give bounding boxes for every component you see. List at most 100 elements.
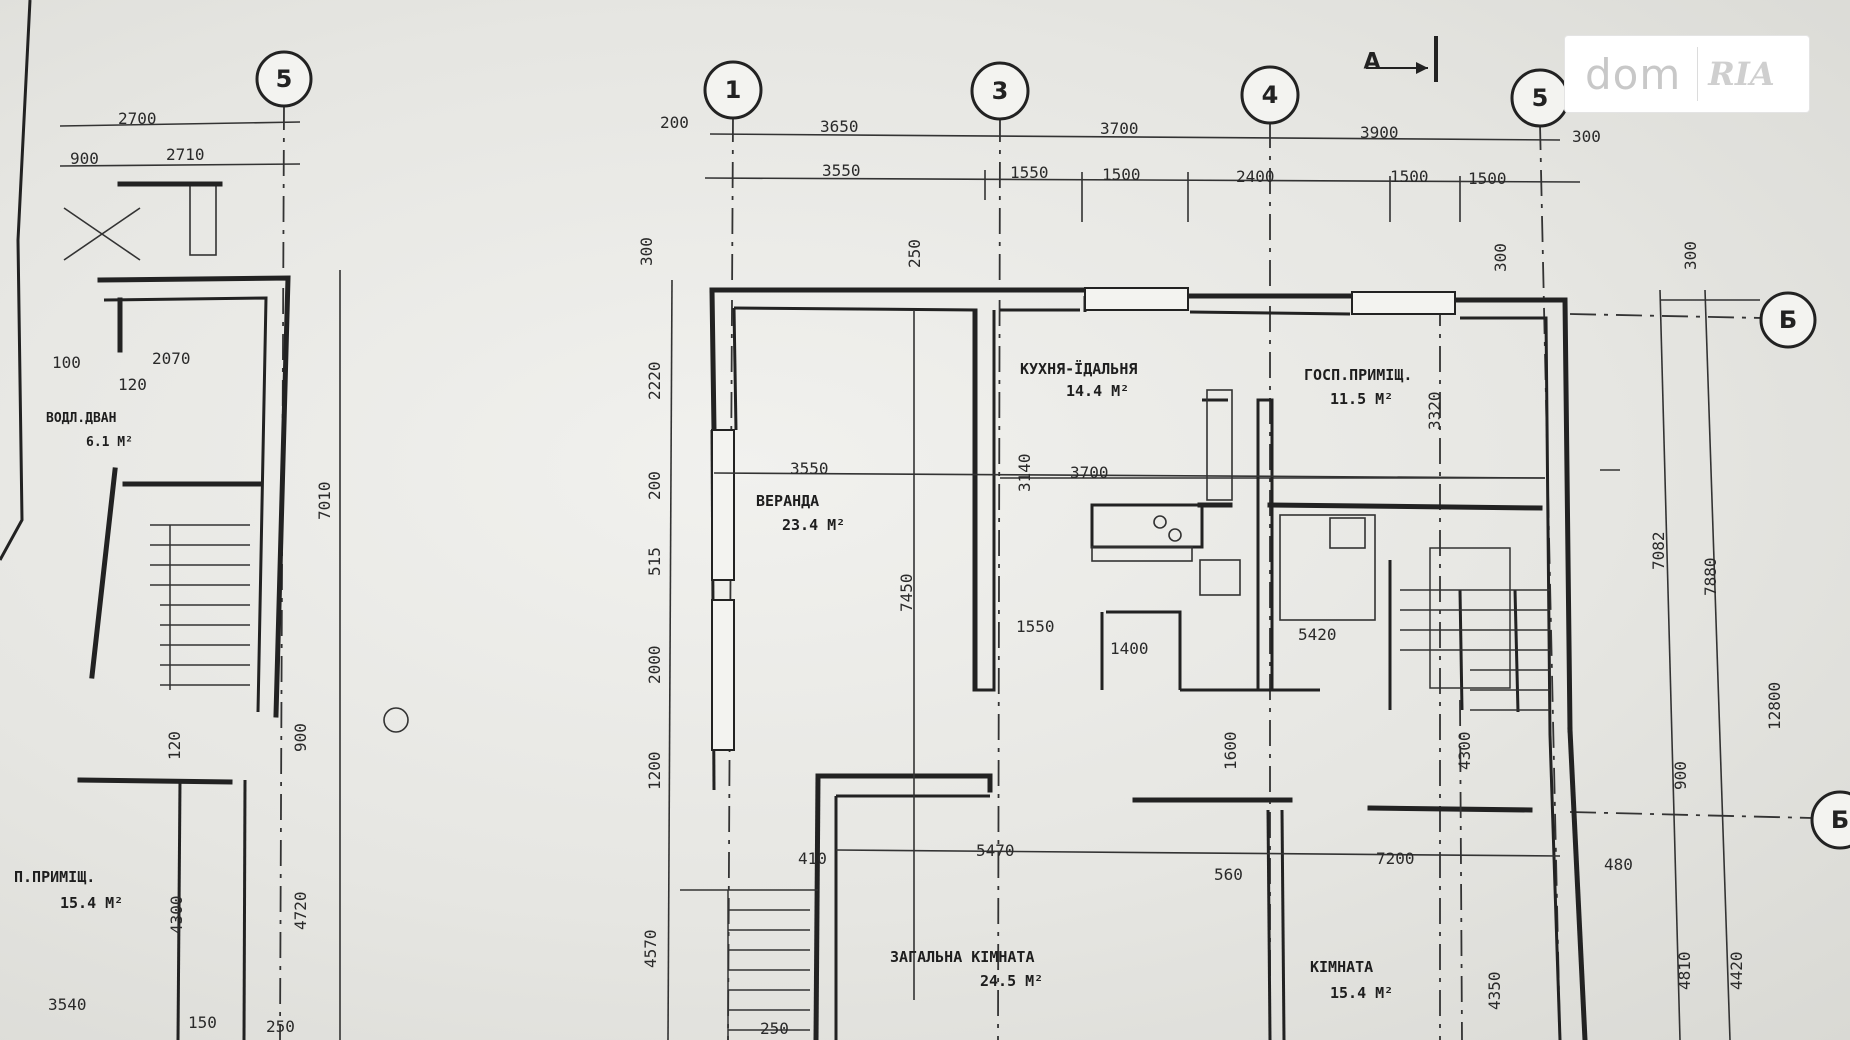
svg-text:4300: 4300: [167, 895, 186, 934]
room-labels: КУХНЯ-ЇДАЛЬНЯ 14.4 М² ГОСП.ПРИМІЩ. 11.5 …: [14, 359, 1412, 1002]
watermark-dom-text: dom: [1585, 49, 1682, 99]
svg-text:A: A: [1363, 50, 1380, 75]
svg-text:7010: 7010: [315, 481, 334, 520]
mark-circle: [383, 707, 409, 733]
exterior-walls: [709, 287, 1588, 1040]
svg-text:480: 480: [1604, 855, 1633, 874]
svg-text:300: 300: [637, 237, 656, 266]
svg-text:5: 5: [276, 65, 293, 93]
svg-text:1500: 1500: [1102, 165, 1141, 184]
svg-text:1400: 1400: [1110, 639, 1149, 658]
axis-marker-b-right: Б: [1569, 291, 1817, 349]
window-left-1: [711, 429, 735, 581]
svg-text:1: 1: [725, 76, 742, 104]
left-upper-room-area: 6.1 М²: [86, 435, 133, 450]
svg-text:3540: 3540: [48, 995, 87, 1014]
svg-text:7082: 7082: [1649, 531, 1668, 570]
svg-text:5: 5: [1532, 84, 1549, 112]
living-room-name: ЗАГАЛЬНА КІМНАТА: [890, 948, 1035, 966]
svg-text:150: 150: [188, 1013, 217, 1032]
svg-text:4420: 4420: [1727, 951, 1746, 990]
watermark-ria-text: RIA: [1708, 55, 1775, 93]
svg-text:3650: 3650: [820, 117, 859, 136]
svg-text:120: 120: [118, 375, 147, 394]
left-upper-room-name: ВОДЛ.ДВАН: [46, 411, 116, 426]
svg-text:2000: 2000: [645, 645, 664, 684]
section-marker-a: A: [1363, 36, 1441, 1040]
svg-text:3700: 3700: [1100, 119, 1139, 138]
utility-area: 11.5 М²: [1330, 390, 1393, 408]
svg-text:1500: 1500: [1390, 167, 1429, 186]
kitchen-area: 14.4 М²: [1066, 382, 1129, 400]
sheet-edge-line: [0, 0, 32, 561]
svg-text:900: 900: [1671, 761, 1690, 790]
svg-text:2400: 2400: [1236, 167, 1275, 186]
window-left-2: [711, 599, 735, 751]
svg-text:200: 200: [660, 113, 689, 132]
utility-name: ГОСП.ПРИМІЩ.: [1304, 366, 1412, 384]
veranda-name: ВЕРАНДА: [756, 492, 819, 510]
svg-text:3550: 3550: [790, 459, 829, 478]
svg-text:1200: 1200: [645, 751, 664, 790]
top-dimension-lines: [59, 121, 1581, 222]
svg-text:410: 410: [798, 849, 827, 868]
svg-text:300: 300: [1572, 127, 1601, 146]
left-partial-plan: [63, 181, 291, 1040]
svg-text:Б: Б: [1831, 806, 1849, 834]
svg-text:1500: 1500: [1468, 169, 1507, 188]
svg-text:2700: 2700: [118, 109, 157, 128]
svg-text:3: 3: [992, 77, 1009, 105]
room-name: КІМНАТА: [1310, 958, 1373, 976]
svg-text:4570: 4570: [641, 929, 660, 968]
svg-text:3550: 3550: [822, 161, 861, 180]
svg-text:4350: 4350: [1485, 971, 1504, 1010]
interior-walls: [713, 310, 1561, 1040]
kitchen-fixtures: [1090, 389, 1376, 621]
svg-text:Б: Б: [1779, 306, 1797, 334]
svg-text:2710: 2710: [166, 145, 205, 164]
svg-text:250: 250: [905, 239, 924, 268]
svg-text:1550: 1550: [1010, 163, 1049, 182]
window-top-2: [1351, 291, 1456, 315]
svg-text:250: 250: [266, 1017, 295, 1036]
window-top-1: [1084, 287, 1189, 311]
svg-text:7880: 7880: [1701, 557, 1720, 596]
svg-text:7450: 7450: [897, 573, 916, 612]
svg-text:250: 250: [760, 1019, 789, 1038]
svg-text:900: 900: [70, 149, 99, 168]
svg-text:1550: 1550: [1016, 617, 1055, 636]
room-area: 15.4 М²: [1330, 984, 1393, 1002]
stairs-entrance: [680, 889, 818, 1040]
svg-text:120: 120: [165, 731, 184, 760]
svg-text:560: 560: [1214, 865, 1243, 884]
axis-marker-v-right: Б: [1569, 790, 1850, 850]
svg-text:3320: 3320: [1425, 391, 1444, 430]
side-dimension-lines: [339, 270, 1760, 1040]
axis-marker-4: 4: [1240, 65, 1300, 1040]
svg-text:200: 200: [645, 471, 664, 500]
axis-marker-3: 3: [970, 61, 1030, 1040]
kitchen-name: КУХНЯ-ЇДАЛЬНЯ: [1020, 359, 1137, 378]
veranda-area: 23.4 М²: [782, 516, 845, 534]
stairs-right: [1400, 547, 1550, 711]
svg-text:3140: 3140: [1015, 453, 1034, 492]
svg-text:1600: 1600: [1221, 731, 1240, 770]
watermark-divider: [1697, 47, 1699, 101]
svg-text:3700: 3700: [1070, 463, 1109, 482]
svg-text:2070: 2070: [152, 349, 191, 368]
svg-text:300: 300: [1681, 241, 1700, 270]
living-room-area: 24.5 М²: [980, 972, 1043, 990]
left-lower-room-name: П.ПРИМІЩ.: [14, 868, 95, 886]
svg-text:5420: 5420: [1298, 625, 1337, 644]
svg-text:2220: 2220: [645, 361, 664, 400]
svg-text:4: 4: [1262, 81, 1279, 109]
svg-text:100: 100: [52, 353, 81, 372]
dimension-labels: 2700 900 2710 200 3650 3700 3900 300 355…: [48, 109, 1784, 1038]
dom-ria-watermark: dom RIA: [1565, 36, 1809, 112]
svg-text:4810: 4810: [1675, 951, 1694, 990]
svg-text:12800: 12800: [1765, 682, 1784, 730]
svg-text:7200: 7200: [1376, 849, 1415, 868]
svg-text:300: 300: [1491, 243, 1510, 272]
